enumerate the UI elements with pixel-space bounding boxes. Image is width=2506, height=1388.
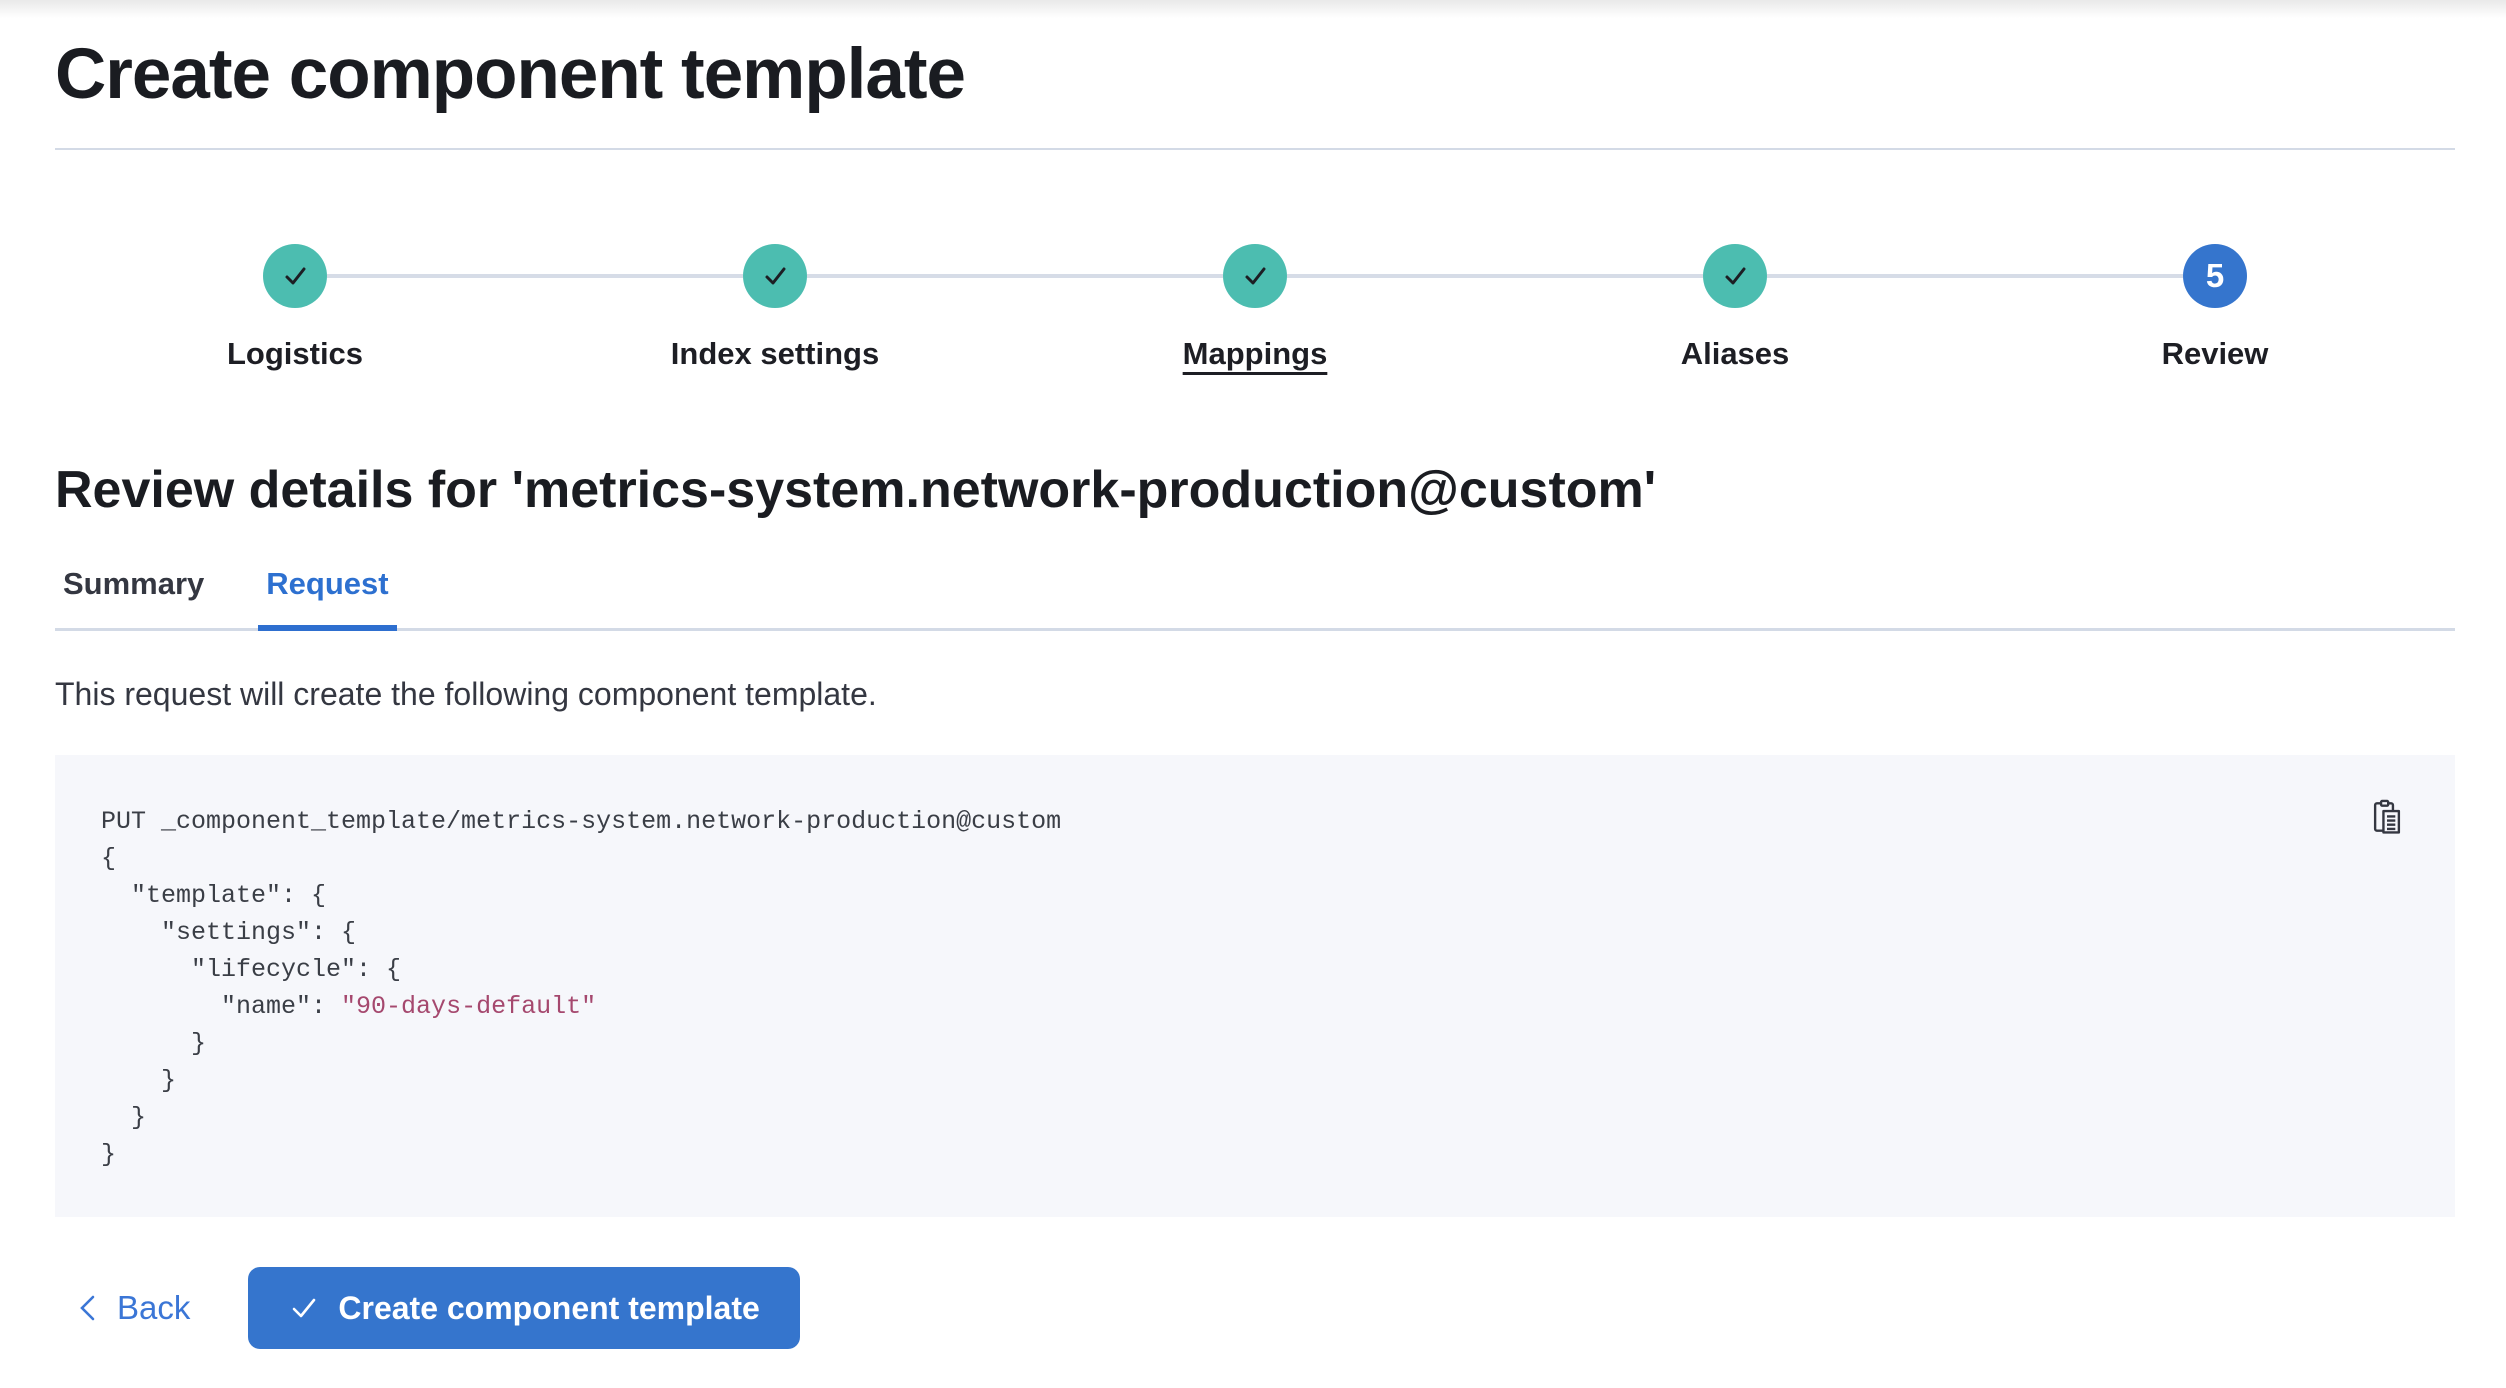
step-current-circle: 5 <box>2183 244 2247 308</box>
stepper: Logistics Index settings <box>55 244 2455 372</box>
step-track <box>1495 244 1975 308</box>
code-line: "settings": { <box>101 918 357 947</box>
step-complete-circle <box>743 244 807 308</box>
copy-to-clipboard-button[interactable] <box>2365 795 2409 839</box>
step-mappings[interactable]: Mappings <box>1015 244 1495 372</box>
step-aliases[interactable]: Aliases <box>1495 244 1975 372</box>
step-track <box>55 244 535 308</box>
step-connector <box>1767 274 1975 278</box>
code-line: "name": <box>101 992 342 1021</box>
step-label: Aliases <box>1680 336 1790 371</box>
code-string-value: "90-days-default" <box>341 992 597 1021</box>
create-button-label: Create component template <box>338 1289 760 1326</box>
code-line: } <box>101 1029 207 1058</box>
step-logistics[interactable]: Logistics <box>55 244 535 372</box>
step-index-settings[interactable]: Index settings <box>535 244 1015 372</box>
step-connector <box>2247 274 2455 278</box>
step-label: Review <box>2161 336 2269 371</box>
title-divider <box>55 148 2455 150</box>
check-icon <box>765 267 786 285</box>
back-button[interactable]: Back <box>75 1289 190 1327</box>
step-label: Mappings <box>1182 336 1328 371</box>
step-track <box>1015 244 1495 308</box>
create-component-template-page: Create component template Logistics <box>55 35 2455 1349</box>
code-line: { <box>101 844 117 873</box>
code-line: } <box>101 1066 177 1095</box>
step-connector <box>327 274 535 278</box>
copy-clipboard-icon <box>2373 799 2401 834</box>
step-connector <box>807 274 1015 278</box>
tabs: Summary Request <box>55 565 2455 631</box>
check-icon <box>285 267 306 285</box>
check-icon <box>1245 267 1266 285</box>
step-connector <box>535 274 743 278</box>
chevron-left-icon <box>80 1295 95 1321</box>
step-complete-circle <box>263 244 327 308</box>
step-label: Logistics <box>226 336 364 371</box>
step-connector <box>1975 274 2183 278</box>
page-title: Create component template <box>55 35 966 114</box>
code-content: PUT _component_template/metrics-system.n… <box>101 803 2355 1173</box>
step-review[interactable]: 5 Review <box>1975 244 2455 372</box>
step-complete-circle <box>1703 244 1767 308</box>
code-line: PUT _component_template/metrics-system.n… <box>101 807 1062 836</box>
step-number: 5 <box>2205 257 2225 294</box>
code-line: } <box>101 1140 117 1169</box>
step-connector <box>55 274 263 278</box>
check-icon <box>293 1298 316 1318</box>
request-code-block: PUT _component_template/metrics-system.n… <box>55 755 2455 1217</box>
request-description: This request will create the following c… <box>55 676 877 712</box>
step-connector <box>1015 274 1223 278</box>
review-heading: Review details for 'metrics-system.netwo… <box>55 461 1657 519</box>
check-icon <box>1725 267 1746 285</box>
step-connector <box>1495 274 1703 278</box>
step-track: 5 <box>1975 244 2455 308</box>
step-track <box>535 244 1015 308</box>
step-label: Index settings <box>670 336 880 371</box>
footer-actions: Back Create component template <box>55 1267 2455 1349</box>
back-button-label: Back <box>117 1289 191 1326</box>
step-complete-circle <box>1223 244 1287 308</box>
code-line: "template": { <box>101 881 327 910</box>
create-component-template-button[interactable]: Create component template <box>248 1267 800 1349</box>
tab-summary[interactable]: Summary <box>63 566 205 601</box>
tab-request[interactable]: Request <box>258 565 397 631</box>
code-line: } <box>101 1103 147 1132</box>
code-line: "lifecycle": { <box>101 955 402 984</box>
step-connector <box>1287 274 1495 278</box>
